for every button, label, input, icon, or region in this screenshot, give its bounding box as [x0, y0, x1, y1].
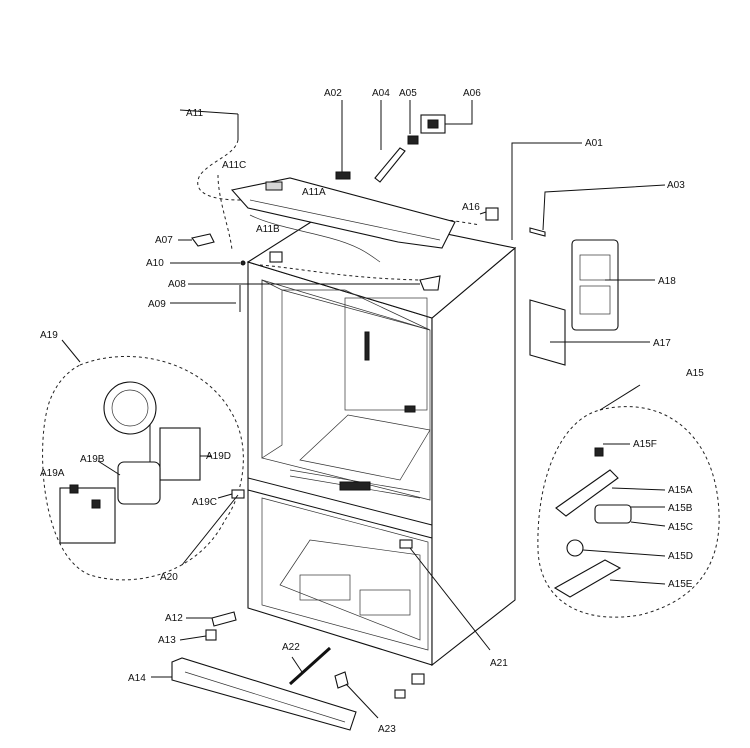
label-a13: A13 [158, 635, 176, 646]
part-a07 [191, 233, 215, 247]
cabinet-body [246, 209, 517, 667]
label-a15d: A15D [668, 551, 693, 562]
label-a15c: A15C [668, 522, 693, 533]
label-a19a: A19A [40, 468, 65, 479]
part-a13 [205, 629, 217, 641]
label-a23: A23 [378, 724, 396, 735]
top-cover-a11a [230, 177, 456, 249]
label-a02: A02 [324, 88, 342, 99]
leader-a20 [181, 494, 239, 566]
group-a19 [42, 339, 244, 581]
label-a11: A11 [186, 108, 203, 119]
label-a12: A12 [165, 613, 183, 624]
label-a19d: A19D [206, 451, 231, 462]
label-a06: A06 [463, 88, 481, 99]
foot-right [394, 689, 406, 699]
label-a05: A05 [399, 88, 417, 99]
label-a21: A21 [490, 658, 508, 669]
label-a03: A03 [667, 180, 685, 191]
label-a07: A07 [155, 235, 173, 246]
label-a15a: A15A [668, 485, 693, 496]
part-a04 [374, 147, 406, 183]
part-a05 [407, 135, 419, 145]
label-a19: A19 [40, 330, 58, 341]
label-a08: A08 [168, 279, 186, 290]
label-a11b: A11B [256, 224, 280, 235]
label-a10: A10 [146, 258, 164, 269]
part-a19c [231, 489, 245, 499]
label-a19c: A19C [192, 497, 217, 508]
part-a03 [529, 227, 546, 237]
part-a21 [399, 539, 413, 549]
group-a15 [537, 384, 720, 618]
label-a01: A01 [585, 138, 603, 149]
label-a15f: A15F [633, 439, 657, 450]
part-a17 [529, 299, 650, 366]
part-a11b [269, 251, 283, 263]
part-a02 [335, 171, 351, 180]
label-a15b: A15B [668, 503, 693, 514]
label-a11c: A11C [222, 160, 246, 171]
part-a10 [240, 260, 246, 266]
label-a16: A16 [462, 202, 480, 213]
part-a14 [171, 657, 357, 731]
part-a12 [211, 611, 237, 627]
label-a04: A04 [372, 88, 390, 99]
label-a22: A22 [282, 642, 300, 653]
label-a14: A14 [128, 673, 146, 684]
label-a15: A15 [686, 368, 704, 379]
label-a20: A20 [160, 572, 178, 583]
label-a18: A18 [658, 276, 676, 287]
label-a15e: A15E [668, 579, 693, 590]
part-labels: A01 A02 A03 A04 A05 A06 A07 A08 A09 A10 … [40, 88, 704, 735]
label-a19b: A19B [80, 454, 105, 465]
part-a22 [288, 646, 332, 686]
label-a17: A17 [653, 338, 671, 349]
hinge-bottom [411, 673, 425, 685]
part-a23 [334, 671, 349, 689]
part-a08 [419, 275, 441, 291]
part-a16 [485, 207, 499, 221]
part-a18 [571, 239, 655, 331]
label-a09: A09 [148, 299, 166, 310]
label-a11a: A11A [302, 187, 326, 198]
